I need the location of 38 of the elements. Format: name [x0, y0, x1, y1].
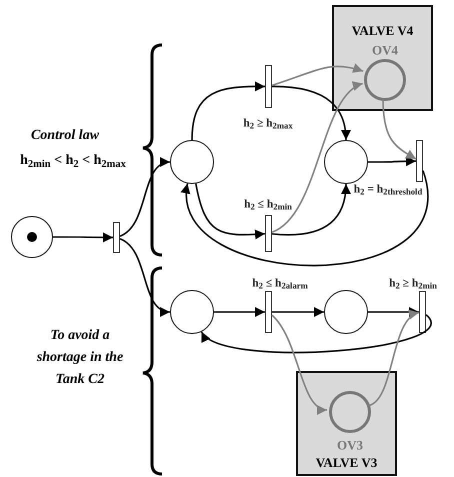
- arc-arrow: [272, 82, 364, 233]
- arc-arrow: [214, 307, 265, 317]
- condition-label: h$_{2}$ = h$_{2threshold}$: [354, 184, 422, 196]
- valve-box: [296, 371, 397, 476]
- arc-arrow: [191, 81, 265, 140]
- arc-arrow: [120, 238, 170, 316]
- condition-label: h$_{2min}$ < h$_{2}$ < h$_{2max}$: [19, 152, 127, 171]
- arc-arrow: [272, 64, 364, 86]
- transition-bar: [265, 291, 272, 333]
- valve-label: VALVE V4: [350, 22, 414, 40]
- condition-label: h$_{2}$ ≤ h$_{2min}$: [244, 199, 292, 211]
- arc-arrow: [368, 156, 416, 166]
- annotation-text: Control law: [30, 127, 100, 145]
- transition-bar: [265, 215, 272, 252]
- arc-arrow: [195, 184, 266, 240]
- transition-bar: [419, 291, 426, 333]
- transition-bar: [113, 222, 120, 253]
- condition-label: h$_{2}$ ≤ h$_{2alarm}$: [252, 278, 308, 290]
- transition-bar: [265, 65, 272, 108]
- condition-label: h$_{2}$ ≥ h$_{2max}$: [243, 118, 293, 130]
- valve-label: VALVE V3: [314, 454, 378, 472]
- valve-box: [332, 5, 433, 111]
- arc-arrow: [182, 170, 428, 266]
- arc-arrow: [368, 307, 419, 317]
- annotation-text: To avoid a shortage in the Tank C2: [36, 327, 124, 389]
- valve-output-label: OV4: [372, 44, 398, 56]
- valve-output-label: OV3: [337, 438, 363, 452]
- arc-arrow: [272, 184, 351, 236]
- arc-arrow: [201, 314, 432, 354]
- condition-label: h$_{2}$ ≥ h$_{2min}$: [389, 278, 437, 290]
- arc-arrow: [271, 314, 328, 413]
- arc-arrow: [272, 307, 324, 317]
- arc-arrow: [120, 158, 170, 237]
- transition-bar: [416, 140, 423, 182]
- arc-arrow: [272, 86, 351, 140]
- arc-arrow: [382, 98, 416, 160]
- arc-arrow: [368, 312, 420, 406]
- arc-arrow: [53, 232, 113, 242]
